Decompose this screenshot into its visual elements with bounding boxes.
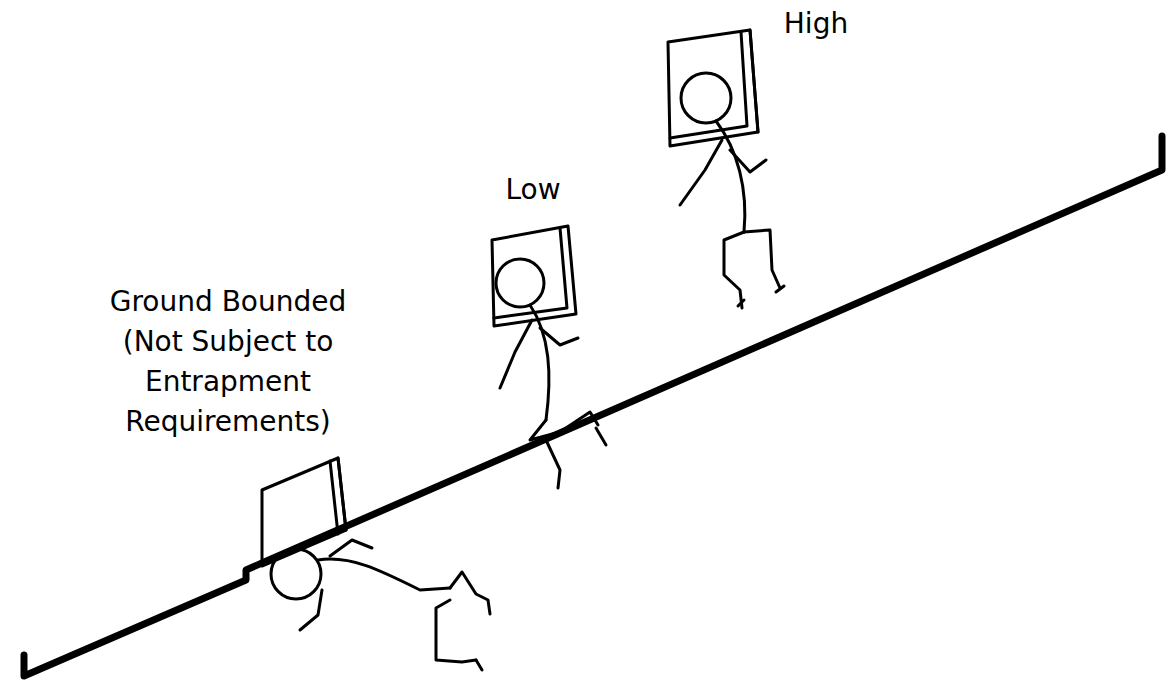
height-label: High [766,4,866,44]
window-high [668,30,758,146]
height-label: Low [488,170,578,210]
ground-line [24,136,1162,676]
figure-ground-bounded [271,540,490,670]
figure-high [680,73,784,308]
note-label: Ground Bounded (Not Subject to Entrapmen… [78,282,378,442]
figure-low [496,259,606,488]
